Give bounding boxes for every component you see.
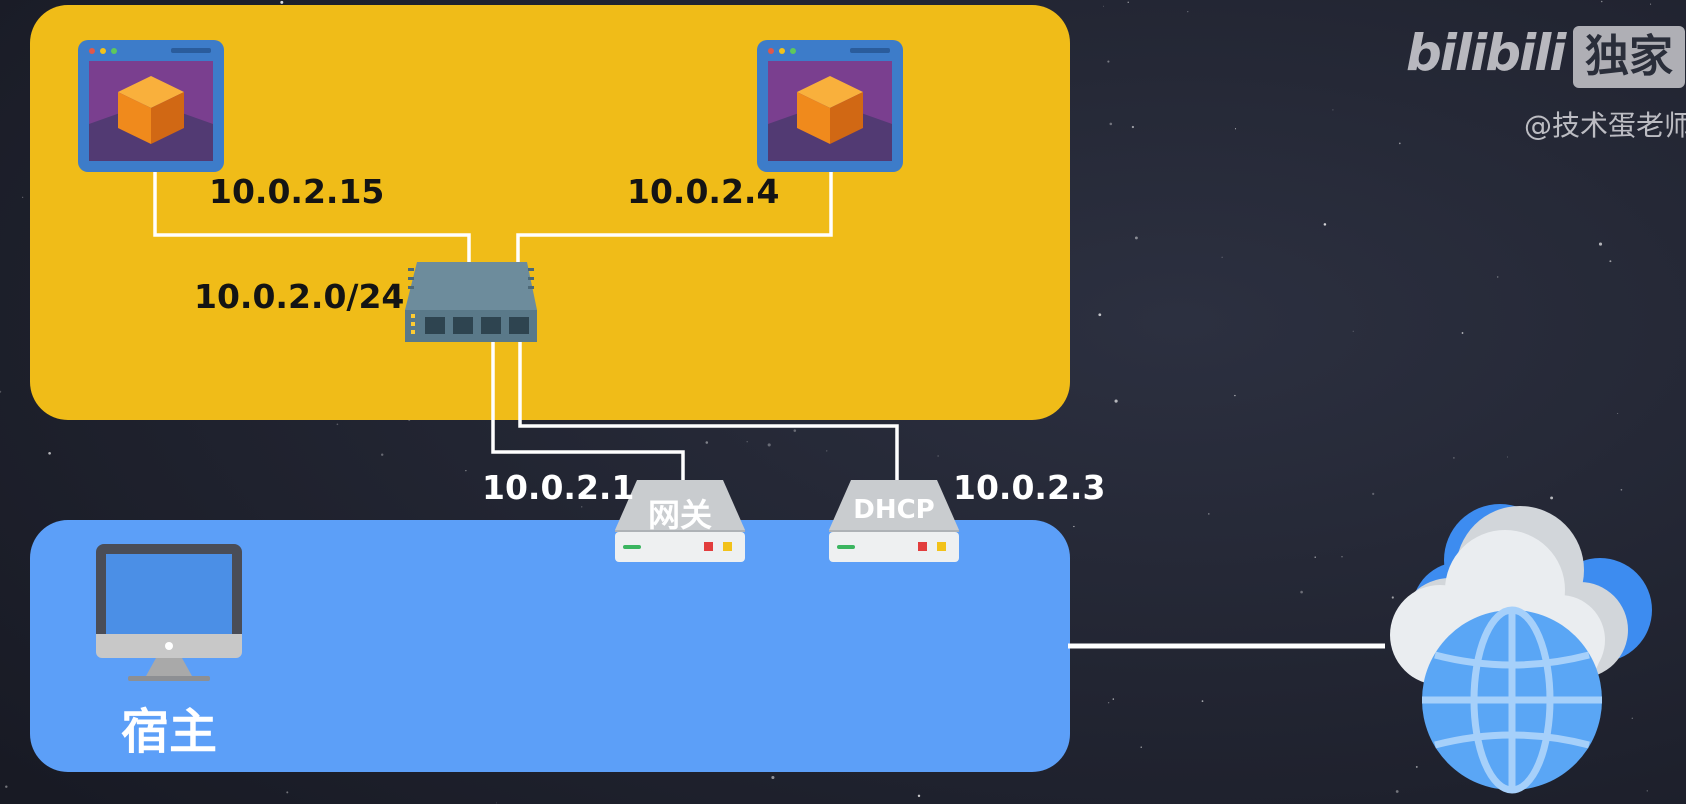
star	[1234, 128, 1237, 130]
star	[1323, 223, 1327, 226]
star	[1631, 717, 1634, 719]
star	[1107, 702, 1110, 704]
star	[1415, 765, 1418, 768]
star	[1506, 456, 1509, 458]
star	[746, 441, 748, 443]
star	[1201, 700, 1204, 702]
star	[826, 450, 828, 452]
virtual-machine-icon	[78, 40, 224, 172]
star	[280, 0, 284, 4]
gateway-ip-label: 10.0.2.1	[482, 468, 635, 507]
star	[1646, 790, 1649, 792]
star	[1140, 746, 1142, 748]
star	[1609, 260, 1612, 263]
network-links	[153, 172, 1385, 649]
bilibili-watermark: bilibili 独家	[1406, 24, 1686, 94]
gateway-appliance[interactable]	[615, 480, 745, 562]
star	[705, 441, 709, 444]
star	[1114, 399, 1118, 403]
gateway-label: 网关	[647, 496, 712, 534]
star	[1112, 698, 1115, 700]
star	[1395, 790, 1399, 793]
star	[496, 802, 497, 804]
star	[581, 506, 583, 508]
link-switch-dhcp	[518, 338, 899, 480]
star	[1134, 236, 1138, 240]
star	[1550, 496, 1554, 500]
star	[1352, 330, 1354, 332]
star	[1109, 122, 1113, 126]
host-label: 宿主	[120, 704, 217, 760]
star	[1098, 313, 1102, 317]
star	[1234, 394, 1236, 397]
star	[1650, 3, 1652, 5]
star	[1453, 457, 1455, 459]
star	[1496, 276, 1499, 278]
star	[1620, 488, 1623, 491]
subnet-label: 10.0.2.0/24	[194, 277, 405, 316]
link-vm2-switch	[516, 172, 833, 262]
desktop-monitor-icon	[96, 544, 242, 681]
star	[1221, 256, 1223, 258]
server-appliance-icon	[615, 480, 745, 562]
star	[1398, 142, 1401, 145]
star	[1461, 332, 1464, 334]
vm-1[interactable]	[78, 40, 224, 172]
star	[1341, 556, 1343, 558]
star	[465, 470, 467, 472]
star	[5, 785, 8, 788]
star	[22, 196, 24, 198]
star	[917, 794, 921, 798]
star	[381, 453, 384, 456]
star	[937, 455, 939, 457]
star	[1187, 11, 1189, 13]
star	[767, 443, 771, 447]
star	[1300, 590, 1303, 594]
star	[793, 429, 797, 432]
exclusive-tag: 独家	[1573, 26, 1685, 88]
star	[1372, 492, 1375, 495]
star	[1391, 596, 1394, 599]
star	[1600, 0, 1603, 3]
star	[48, 451, 51, 455]
star	[1127, 1, 1129, 3]
dhcp-ip-label: 10.0.2.3	[953, 468, 1106, 507]
cloud-globe-icon[interactable]	[1390, 504, 1652, 794]
star	[771, 775, 775, 780]
globe-icon	[1422, 606, 1602, 794]
star	[1102, 5, 1104, 7]
link-switch-gateway	[491, 338, 685, 480]
star	[336, 423, 339, 426]
star	[1314, 556, 1316, 558]
vm1-ip-label: 10.0.2.15	[209, 172, 385, 211]
link-vm1-switch	[153, 172, 471, 262]
star	[286, 791, 289, 794]
star	[1107, 60, 1110, 63]
vm2-ip-label: 10.0.2.4	[627, 172, 780, 211]
star	[1598, 242, 1603, 246]
server-appliance-icon	[829, 480, 959, 562]
vm-2[interactable]	[757, 40, 903, 172]
star	[1332, 109, 1334, 111]
star	[1073, 525, 1075, 528]
author-credit: @技术蛋老师	[1524, 109, 1686, 142]
host-zone	[30, 520, 1070, 772]
virtual-machine-icon	[757, 40, 903, 172]
star	[0, 390, 2, 393]
star	[1617, 413, 1619, 415]
network-switch-icon[interactable]	[405, 262, 537, 342]
star	[1131, 125, 1135, 129]
dhcp-appliance[interactable]	[829, 480, 959, 562]
star	[1208, 513, 1210, 515]
bilibili-logo: bilibili	[1406, 24, 1566, 82]
dhcp-label: DHCP	[853, 495, 935, 525]
